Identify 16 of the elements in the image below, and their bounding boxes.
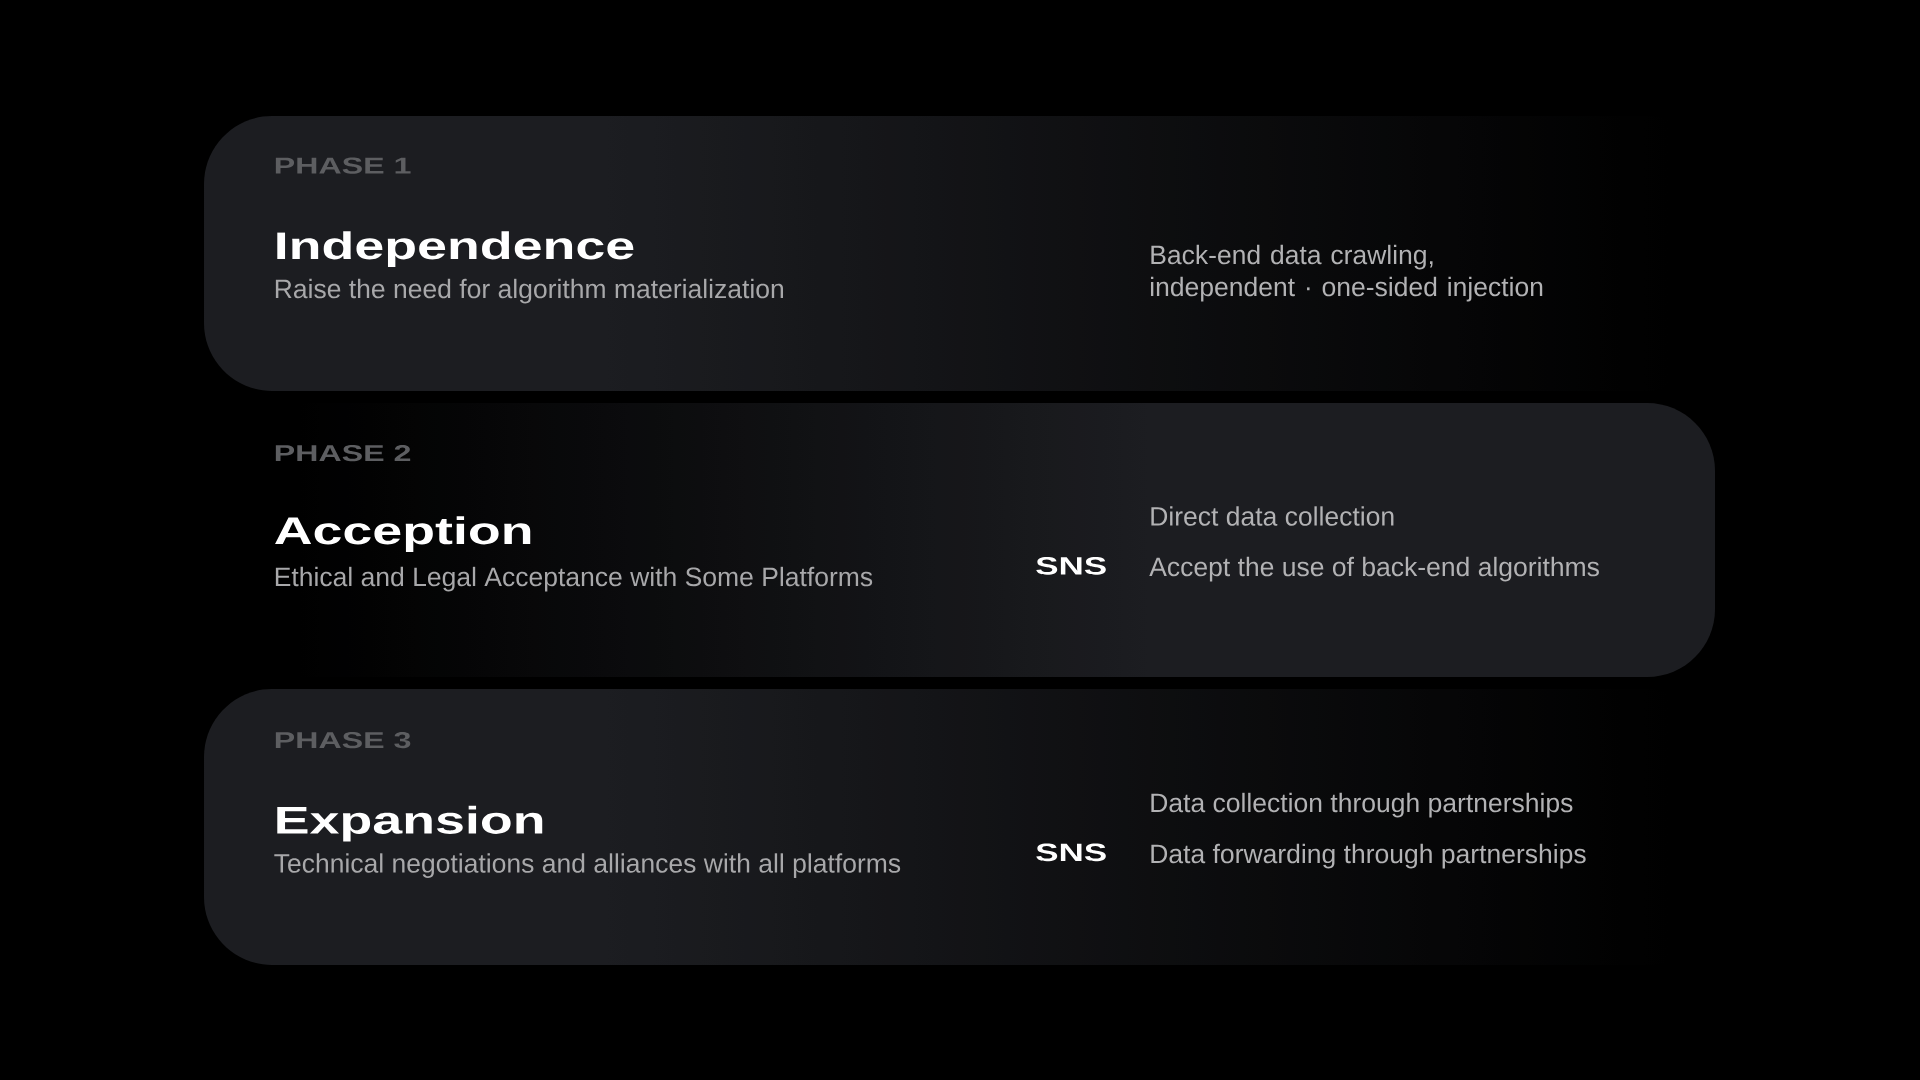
phase-label: PHASE 1	[275, 157, 411, 174]
phase-title: Acception	[275, 516, 531, 552]
description-text: Accept the use of back-end algorithms	[1149, 556, 1599, 582]
sns-label: SNS	[1036, 557, 1106, 575]
description-text: Back-end data crawling, independent · one-sided injection	[1151, 244, 1543, 302]
phase-title: Independence	[277, 231, 634, 267]
description-text: Data forwarding through partnerships	[1151, 843, 1586, 869]
phase-label: PHASE 3	[275, 731, 411, 749]
phase-subtitle: Raise the need for algorithm materialization	[275, 278, 783, 304]
description-text: Direct data collection	[1151, 506, 1394, 526]
sns-label: SNS	[1036, 843, 1106, 862]
phase-subtitle: Ethical and Legal Acceptance with Some Platforms	[275, 566, 873, 592]
phase-title: Expansion	[277, 805, 543, 842]
phase-subtitle: Technical negotiations and alliances with all platforms	[274, 853, 901, 878]
phase-label: PHASE 2	[275, 444, 411, 462]
description-text: Data collection through partnerships	[1151, 792, 1573, 818]
